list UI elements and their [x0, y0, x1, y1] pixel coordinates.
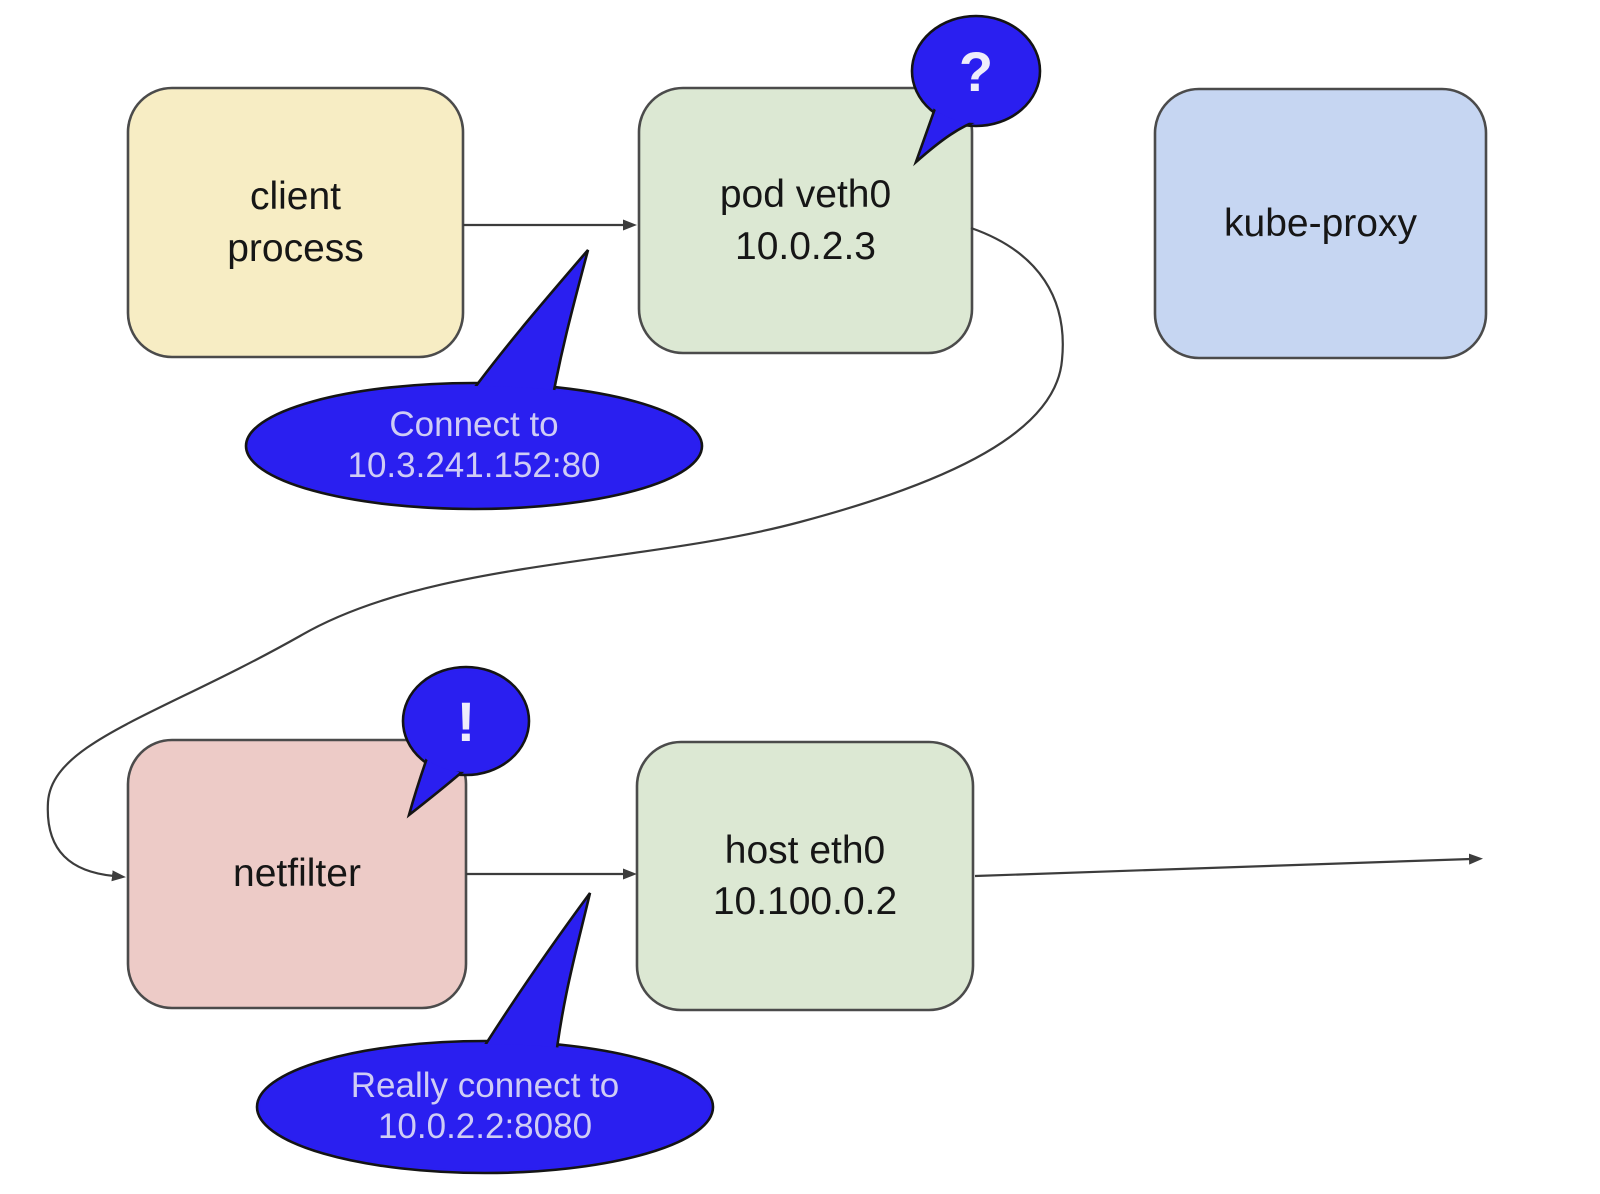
callout-really-tail — [469, 892, 592, 1074]
node-kube-proxy-shape — [1153, 87, 1488, 360]
question-badge — [910, 14, 1042, 167]
exclamation-badge-bubble-fill — [406, 670, 526, 772]
node-client-process-shape — [126, 86, 465, 359]
callout-connect-to — [244, 249, 704, 511]
callout-connect-bubble-fill — [249, 386, 699, 506]
node-host-eth0-shape — [635, 740, 975, 1012]
question-badge-bubble-fill — [915, 19, 1037, 123]
callout-really-connect — [255, 892, 715, 1175]
exclamation-badge — [401, 665, 531, 819]
callout-really-bubble-fill — [260, 1044, 710, 1170]
node-netfilter-shape — [126, 738, 468, 1010]
arrow-host-egress — [974, 853, 1483, 878]
exclamation-badge-tail — [406, 756, 465, 819]
node-pod-veth0-shape — [637, 86, 974, 355]
arrow-pod-to-netfilter-scurve — [46, 226, 1064, 882]
callout-connect-tail — [459, 249, 590, 414]
